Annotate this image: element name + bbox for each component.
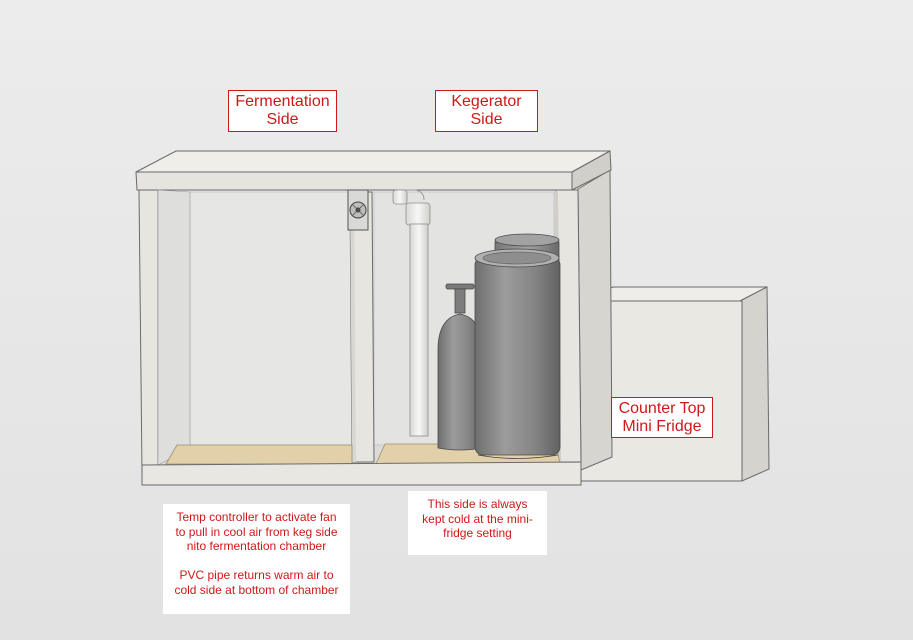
mini-fridge-label: Counter Top Mini Fridge — [611, 397, 713, 438]
fan-icon — [347, 189, 369, 231]
cabinet-top-front — [135, 171, 573, 191]
cabinet-right-side — [577, 169, 613, 471]
cabinet-base — [141, 461, 582, 486]
mini-fridge-side — [739, 286, 770, 482]
kegerator-note: This side is always kept cold at the min… — [408, 491, 547, 555]
fermentation-floor — [165, 444, 353, 465]
fermentation-note: Temp controller to activate fan to pull … — [163, 504, 350, 614]
fermentation-side-label: Fermentation Side — [228, 90, 337, 132]
keg-front-icon — [474, 248, 561, 459]
kegerator-side-label: Kegerator Side — [435, 90, 538, 132]
cabinet-top-surface — [135, 150, 611, 173]
pvc-pipe — [392, 189, 431, 437]
cabinet-left-wall — [138, 189, 159, 473]
